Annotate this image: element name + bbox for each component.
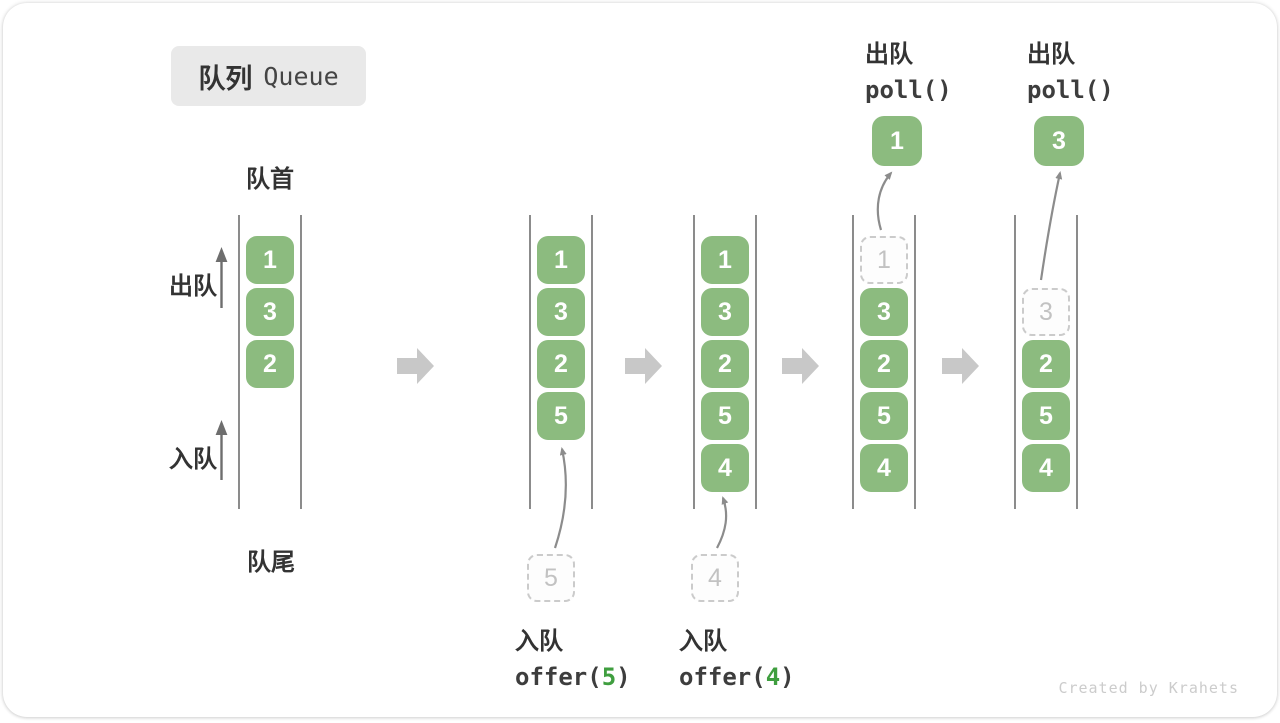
dequeue-curve-arrow-icon: [1039, 171, 1063, 281]
queue-front-label: 队首: [246, 166, 294, 193]
dequeue-direction-arrow-icon: [215, 247, 228, 308]
next-state-block-arrow-icon: [625, 348, 662, 384]
dequeue-curve-arrow-icon: [876, 171, 893, 231]
title-en: Queue: [263, 61, 339, 91]
title-badge: 队列 Queue: [171, 46, 366, 106]
enqueue-curve-arrow-icon: [716, 496, 729, 549]
next-state-block-arrow-icon: [942, 348, 979, 384]
arrow-layer: [215, 171, 1078, 549]
enqueue-side-label: 入队: [169, 446, 217, 473]
next-state-block-arrow-icon: [782, 348, 819, 384]
enqueue-curve-arrow-icon: [553, 447, 567, 549]
next-state-block-arrow-icon: [397, 348, 434, 384]
queue-rear-label: 队尾: [247, 549, 295, 576]
watermark: Created by Krahets: [1058, 679, 1239, 697]
enqueue-direction-arrow-icon: [215, 420, 228, 480]
dequeue-side-label: 出队: [169, 273, 217, 300]
title-zh: 队列: [198, 63, 253, 94]
